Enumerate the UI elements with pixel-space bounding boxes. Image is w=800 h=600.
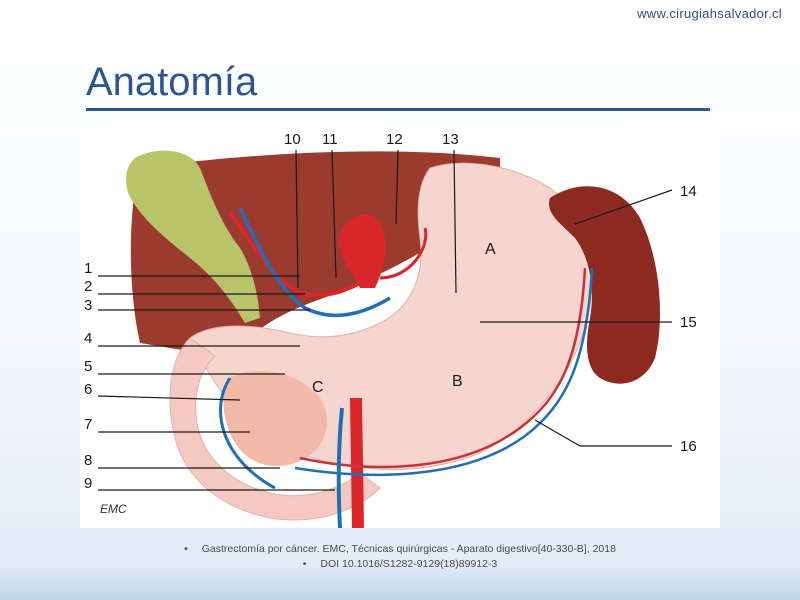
label-12: 12: [386, 131, 403, 148]
gastroepiploic-artery: [299, 267, 587, 469]
label-1: 1: [84, 260, 92, 277]
left-label-group: 1 2 3 4 5 6 7 8 9: [84, 260, 92, 492]
gastric-artery: [379, 227, 428, 280]
aorta: [350, 398, 364, 528]
title-underline: [86, 108, 710, 111]
top-label-group: 10 11 12 13: [284, 131, 459, 148]
label-7: 7: [84, 416, 92, 433]
label-11: 11: [322, 131, 338, 148]
region-label-c: C: [312, 379, 324, 396]
bullet-icon: •: [184, 543, 188, 555]
region-label-group: A B C: [312, 241, 496, 396]
site-url[interactable]: www.cirugiahsalvador.cl: [637, 6, 782, 21]
anatomy-figure: 1 2 3 4 5 6 7 8 9 10 11 12 13 14 15 16: [80, 128, 720, 528]
references: •Gastrectomía por cáncer. EMC, Técnicas …: [0, 542, 800, 572]
label-16: 16: [680, 438, 697, 455]
left-leader-lines: [97, 275, 335, 491]
label-10: 10: [284, 131, 301, 148]
label-15: 15: [680, 314, 697, 331]
reference-citation: •Gastrectomía por cáncer. EMC, Técnicas …: [184, 543, 616, 555]
mesenteric-vein: [336, 407, 344, 528]
right-label-group: 14 15 16: [680, 183, 697, 455]
hepatic-artery: [228, 211, 371, 298]
pancreas: [223, 370, 327, 467]
label-5: 5: [84, 358, 92, 375]
label-4: 4: [84, 330, 92, 347]
label-3: 3: [84, 297, 92, 314]
label-2: 2: [84, 278, 92, 295]
reference-doi: •DOI 10.1016/S1282-9129(18)89912-3: [302, 558, 498, 570]
region-label-b: B: [452, 373, 463, 390]
gastroepiploic-vein: [294, 267, 594, 477]
label-8: 8: [84, 452, 92, 469]
label-9: 9: [84, 475, 92, 492]
celiac-artery: [339, 214, 386, 288]
gallbladder: [126, 150, 260, 323]
background-band: [0, 565, 800, 600]
duodenal-vein: [218, 377, 276, 490]
bullet-icon: •: [302, 558, 307, 570]
top-leader-lines: [295, 149, 457, 294]
portal-vein: [238, 207, 391, 318]
label-13: 13: [442, 131, 459, 148]
label-6: 6: [84, 381, 92, 398]
spleen: [549, 186, 660, 384]
region-label-a: A: [485, 241, 496, 258]
label-14: 14: [680, 183, 697, 200]
illustrator-signature: EMC: [100, 502, 127, 516]
anatomy-illustration: 1 2 3 4 5 6 7 8 9 10 11 12 13 14 15 16: [84, 131, 697, 528]
right-leader-lines: [480, 189, 673, 447]
duodenum: [169, 337, 381, 521]
liver: [130, 151, 500, 358]
slide-title: Anatomía: [86, 60, 258, 104]
